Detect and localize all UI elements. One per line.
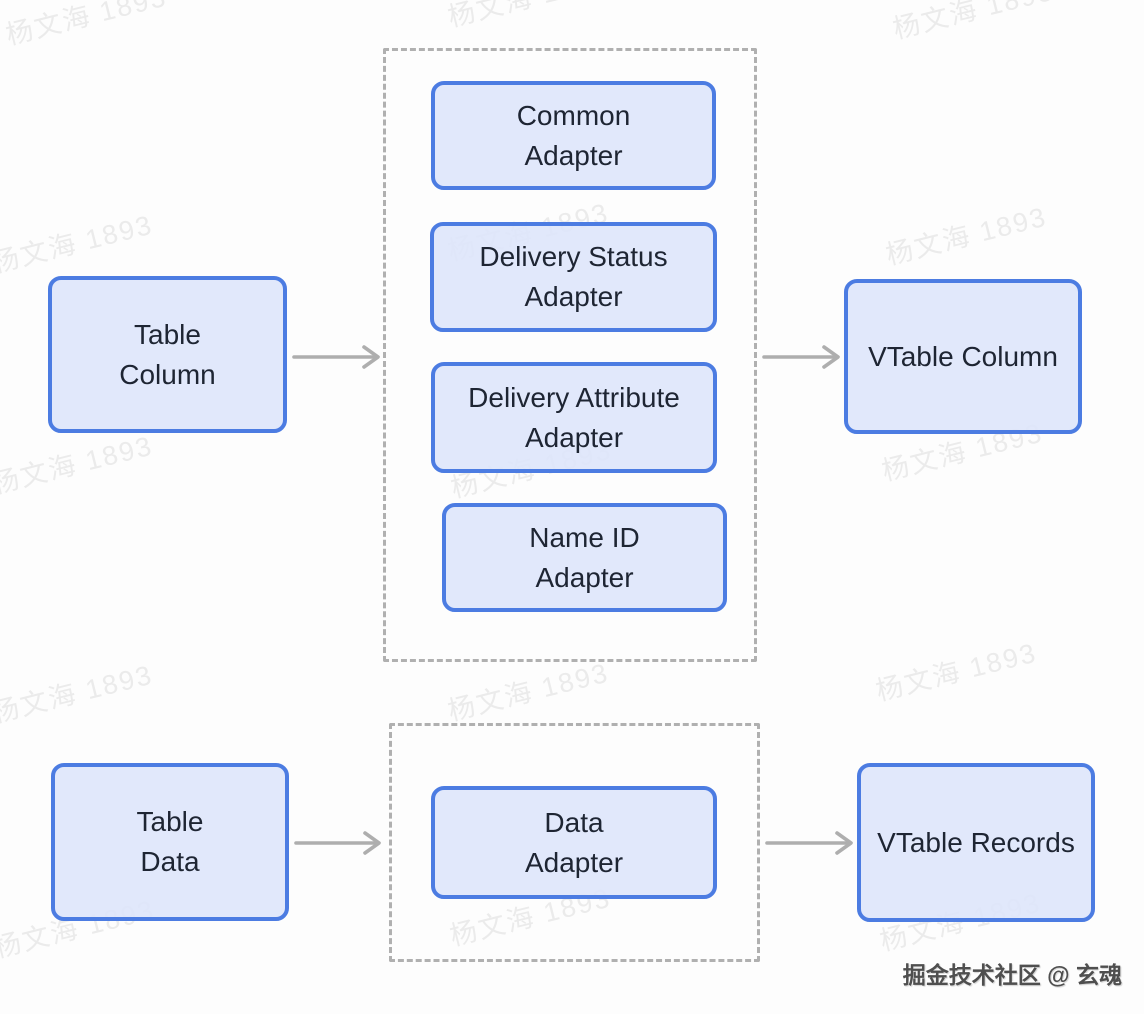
node-table-data: Table Data — [51, 763, 289, 921]
node-label: Table Data — [136, 806, 204, 877]
node-label: Table Column — [119, 318, 216, 390]
watermark-text: 杨文海 1893 — [444, 657, 612, 727]
watermark-text: 杨文海 1893 — [0, 209, 156, 279]
adapter-group-top — [383, 48, 757, 662]
node-name-id-adapter: Name ID Adapter — [442, 503, 727, 612]
adapter-group-bottom — [389, 723, 760, 962]
watermark-text: 杨文海 1893 — [882, 201, 1050, 271]
node-label: Name ID Adapter — [529, 521, 640, 593]
node-common-adapter: Common Adapter — [431, 81, 716, 190]
watermark-text: 杨文海 1893 — [2, 0, 170, 51]
node-label: VTable Records — [877, 826, 1075, 858]
node-label: Data Adapter — [524, 806, 624, 878]
node-vtable-column: VTable Column — [844, 279, 1082, 434]
watermark-text: 杨文海 1893 — [443, 0, 612, 34]
watermark-text: 杨文海 1893 — [0, 659, 156, 729]
node-label: VTable Column — [868, 340, 1058, 372]
node-data-adapter: Data Adapter — [431, 786, 717, 899]
node-vtable-records: VTable Records — [857, 763, 1095, 922]
node-label: Common Adapter — [516, 99, 631, 171]
watermark-text: 杨文海 1893 — [889, 0, 1057, 45]
watermark-text: 杨文海 1893 — [0, 430, 156, 500]
watermark-text: 杨文海 1893 — [872, 637, 1040, 707]
credit-text: 掘金技术社区 @ 玄魂 — [902, 962, 1122, 988]
node-label: Delivery Status Adapter — [479, 241, 668, 312]
node-table-column: Table Column — [48, 276, 287, 433]
node-delivery-status-adapter: Delivery Status Adapter — [430, 222, 717, 332]
node-delivery-attribute-adapter: Delivery Attribute Adapter — [431, 362, 717, 473]
node-label: Delivery Attribute Adapter — [468, 381, 680, 453]
